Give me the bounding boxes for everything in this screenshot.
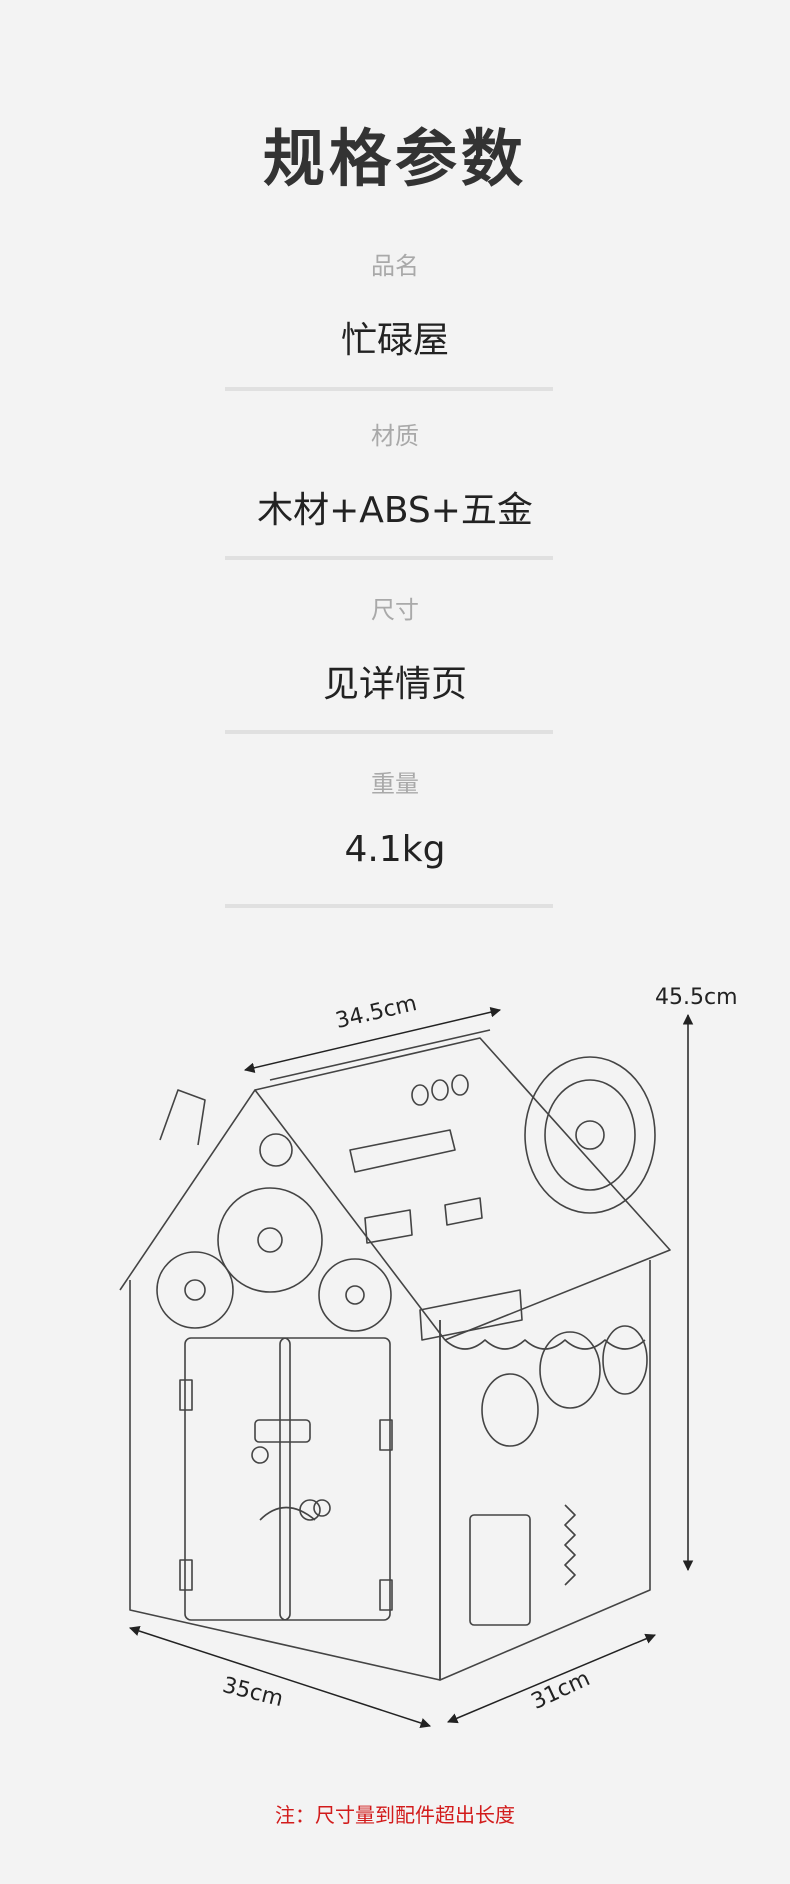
page-title: 规格参数	[262, 122, 527, 195]
spec-label: 重量	[371, 770, 419, 798]
spec-label: 尺寸	[371, 596, 419, 624]
divider	[225, 904, 553, 908]
spec-item-name: 品名 忙碌屋	[0, 246, 790, 363]
spec-label: 材质	[371, 422, 419, 450]
dimension-height-label: 45.5cm	[655, 985, 738, 1010]
divider	[225, 556, 553, 560]
spec-label: 品名	[371, 252, 419, 280]
divider	[225, 387, 553, 391]
divider	[225, 730, 553, 734]
spec-item-material: 材质 木材+ABS+五金	[0, 416, 790, 533]
spec-value: 木材+ABS+五金	[257, 490, 533, 531]
spec-item-weight: 重量 4.1kg	[0, 764, 790, 870]
spec-item-size: 尺寸 见详情页	[0, 590, 790, 707]
spec-value: 忙碌屋	[340, 320, 449, 361]
size-note: 注：尺寸量到配件超出长度	[275, 1803, 515, 1827]
busy-house-illustration	[119, 1007, 694, 1729]
spec-value: 4.1kg	[344, 829, 446, 870]
spec-value: 见详情页	[322, 664, 467, 705]
